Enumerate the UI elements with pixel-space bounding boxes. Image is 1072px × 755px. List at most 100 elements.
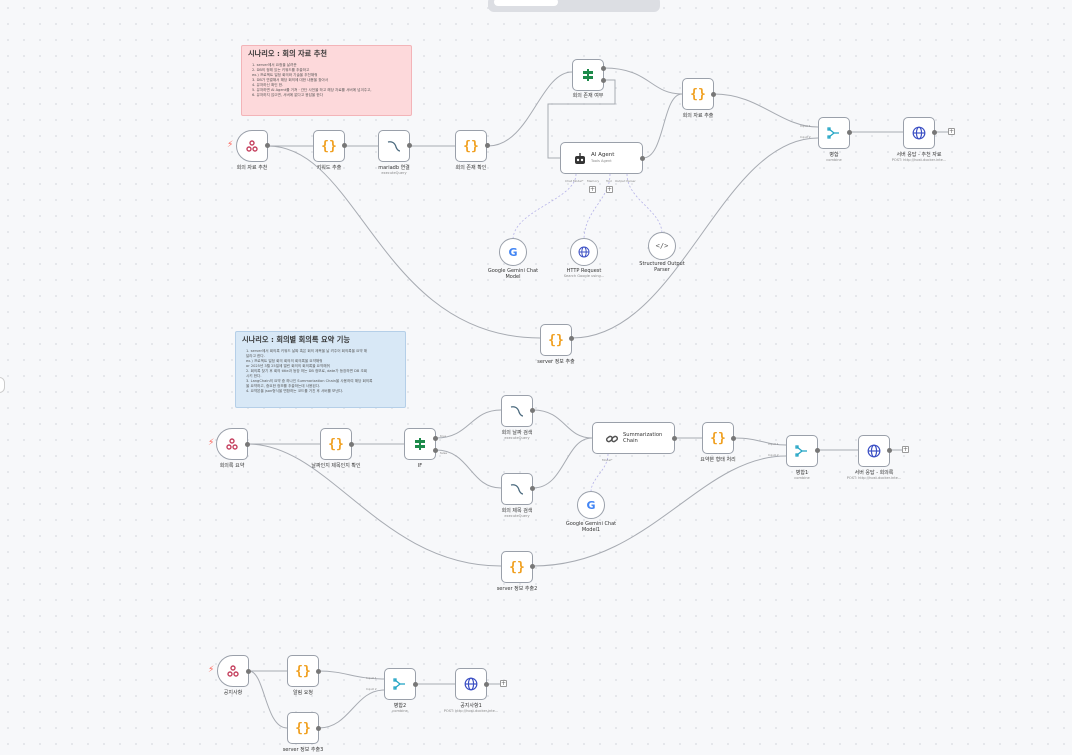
- add-node-button[interactable]: +: [500, 680, 507, 687]
- canvas-toolbar[interactable]: [488, 0, 660, 12]
- add-node-button[interactable]: +: [948, 128, 955, 135]
- http-response-node-2[interactable]: [858, 435, 890, 467]
- mariadb-node-date-query[interactable]: [501, 395, 533, 427]
- output-handle[interactable]: [640, 156, 645, 161]
- output-handle[interactable]: [484, 682, 489, 687]
- output-handle[interactable]: [530, 486, 535, 491]
- node-subtitle: Search Google using...: [563, 274, 605, 278]
- output-handle[interactable]: [349, 442, 354, 447]
- note-line: 2. DB의 정해 있는 키워드를 추출하고: [252, 68, 310, 72]
- merge-node-2[interactable]: [384, 668, 416, 700]
- mariadb-node[interactable]: [378, 130, 410, 162]
- output-handle[interactable]: [530, 564, 535, 569]
- output-handle[interactable]: [342, 143, 347, 148]
- code-braces-icon: {}: [295, 720, 311, 736]
- http-response-node[interactable]: [903, 117, 935, 149]
- node-label: server 정보 추출: [537, 359, 575, 365]
- output-handle[interactable]: [530, 408, 535, 413]
- output-handle[interactable]: [485, 143, 490, 148]
- output-handle[interactable]: [601, 78, 606, 83]
- node-label: 요약본 형태 처리: [700, 457, 736, 463]
- output-parser-node[interactable]: </>: [648, 232, 676, 260]
- gemini-chat-model-node[interactable]: G: [499, 238, 527, 266]
- code-node-check-exists[interactable]: {}: [455, 130, 487, 162]
- node-label: 병합1: [795, 470, 809, 476]
- output-handle[interactable]: [601, 66, 606, 71]
- output-handle[interactable]: [815, 448, 820, 453]
- merge-node[interactable]: [818, 117, 850, 149]
- merge-icon: [795, 445, 807, 457]
- code-node-server-info-3[interactable]: {}: [287, 712, 319, 744]
- webhook-node-minutes-summary[interactable]: [216, 428, 248, 460]
- output-handle[interactable]: [245, 442, 250, 447]
- merge-node-1[interactable]: [786, 435, 818, 467]
- add-tool-button[interactable]: +: [606, 186, 613, 193]
- node-label: 회의 존재 여부: [572, 93, 604, 99]
- code-node-summary-format[interactable]: {}: [702, 422, 734, 454]
- node-label: server 정보 추출2: [496, 586, 538, 592]
- add-memory-button[interactable]: +: [589, 186, 596, 193]
- output-handle[interactable]: [847, 130, 852, 135]
- node-label: IF: [417, 463, 423, 469]
- summarization-chain-node[interactable]: Summarization Chain: [592, 422, 675, 454]
- wire: [532, 455, 787, 567]
- output-handle[interactable]: [887, 448, 892, 453]
- output-handle[interactable]: [407, 143, 412, 148]
- trigger-bolt-icon: ⚡: [227, 140, 234, 150]
- code-node-server-info-2[interactable]: {}: [501, 551, 533, 583]
- agent-port-chat-model: Chat Model*: [565, 179, 584, 183]
- node-label: 공지사항: [223, 690, 243, 696]
- code-braces-icon: {}: [328, 436, 344, 452]
- code-node-date-or-title[interactable]: {}: [320, 428, 352, 460]
- mariadb-node-title-query[interactable]: [501, 473, 533, 505]
- agent-port-memory: Memory: [587, 179, 600, 183]
- merge-port-input2: Input 2: [366, 687, 377, 691]
- add-node-button[interactable]: +: [902, 446, 909, 453]
- agent-title: AI Agent: [591, 152, 615, 158]
- code-node-server-info[interactable]: {}: [540, 324, 572, 356]
- sticky-note-scenario2[interactable]: 시나리오 : 회의별 회의록 요약 기능 1. server에서 회의록 키워드…: [235, 331, 406, 408]
- sub-wire: [583, 173, 611, 241]
- node-label: HTTP Request: [566, 268, 602, 274]
- webhook-node-meeting-material[interactable]: [236, 130, 268, 162]
- output-handle[interactable]: [433, 436, 438, 441]
- note-line: 1. server에서 요청을 날려준: [252, 63, 297, 67]
- output-handle[interactable]: [569, 336, 574, 341]
- node-label: 서버 응답 - 회의록: [854, 470, 894, 476]
- code-node-extract-material[interactable]: {}: [682, 78, 714, 110]
- gemini-chat-model-node-2[interactable]: G: [577, 491, 605, 519]
- output-handle[interactable]: [731, 436, 736, 441]
- wire: [248, 670, 288, 729]
- chain-port-model: Model*: [602, 458, 613, 462]
- note-line: 을 요약하고, 중요한 정보를 추출하는데 사용된다.: [246, 384, 321, 388]
- output-handle[interactable]: [246, 669, 251, 674]
- node-label: 서버 응답 - 추천 자료: [896, 152, 942, 158]
- if-node[interactable]: [404, 428, 436, 460]
- note-line: 3. LangChain의 요약 중 하나인 Summarization Cha…: [246, 379, 373, 383]
- output-handle[interactable]: [932, 130, 937, 135]
- output-handle[interactable]: [316, 669, 321, 674]
- ai-agent-node[interactable]: AI Agent Tools Agent: [560, 142, 643, 174]
- output-handle[interactable]: [265, 143, 270, 148]
- http-request-node[interactable]: [570, 238, 598, 266]
- note-line: ex.) 프로젝트 일정 회의와 기술을 추천해줘: [252, 73, 318, 77]
- output-handle[interactable]: [433, 448, 438, 453]
- output-handle[interactable]: [711, 92, 716, 97]
- merge-icon: [827, 127, 839, 139]
- node-label: server 정보 추출3: [282, 747, 324, 753]
- if-node-meeting-exists[interactable]: [572, 59, 604, 91]
- node-label: 날짜인지 제목인지 확인: [311, 463, 361, 469]
- note-line: 2. 회의록 찾기 후 회의 title과 등장 하는 DB 정보로, date…: [246, 369, 368, 373]
- code-node-alarm[interactable]: {}: [287, 655, 319, 687]
- merge-port-input2: Input 2: [768, 453, 779, 457]
- webhook-node-notice[interactable]: [217, 655, 249, 687]
- http-response-node-3[interactable]: [455, 668, 487, 700]
- node-subtitle: POST: http://host.docker.inte...: [846, 476, 902, 480]
- code-node-keyword[interactable]: {}: [313, 130, 345, 162]
- output-handle[interactable]: [316, 726, 321, 731]
- output-handle[interactable]: [413, 682, 418, 687]
- output-handle[interactable]: [672, 436, 677, 441]
- toolbar-segment[interactable]: [494, 0, 558, 6]
